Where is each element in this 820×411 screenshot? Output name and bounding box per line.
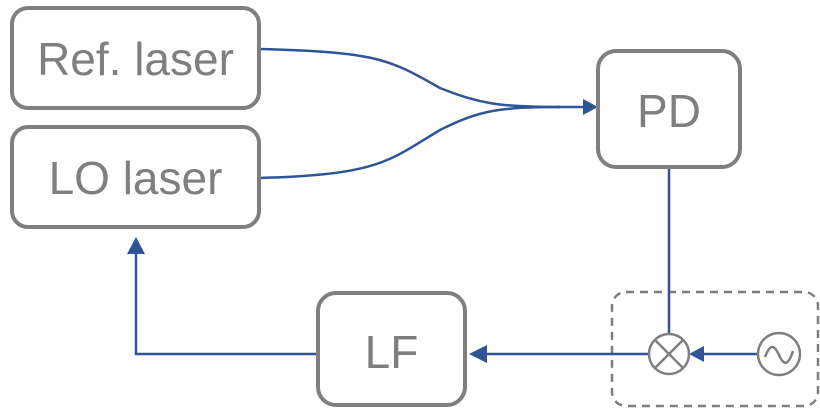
pd-label: PD bbox=[637, 85, 701, 137]
oscillator-icon bbox=[756, 331, 802, 377]
lf-box: LF bbox=[316, 291, 467, 407]
ref-laser-label: Ref. laser bbox=[37, 33, 234, 85]
ref-laser-fiber bbox=[258, 47, 561, 109]
mixer-oscillator-group bbox=[610, 290, 820, 408]
lo-laser-fiber bbox=[258, 105, 561, 180]
ref-laser-box: Ref. laser bbox=[10, 6, 261, 110]
lf-input-arrow bbox=[469, 345, 487, 363]
mixer-lo-input-arrow bbox=[689, 346, 704, 362]
mixer-icon bbox=[647, 332, 691, 376]
lf-label: LF bbox=[365, 326, 419, 378]
lo-laser-label: LO laser bbox=[49, 152, 223, 204]
pd-input-arrow bbox=[583, 99, 598, 115]
lo-laser-feedback-arrow bbox=[127, 237, 145, 254]
pd-box: PD bbox=[596, 49, 742, 169]
lo-laser-box: LO laser bbox=[10, 125, 261, 229]
feedback-line bbox=[134, 252, 318, 356]
